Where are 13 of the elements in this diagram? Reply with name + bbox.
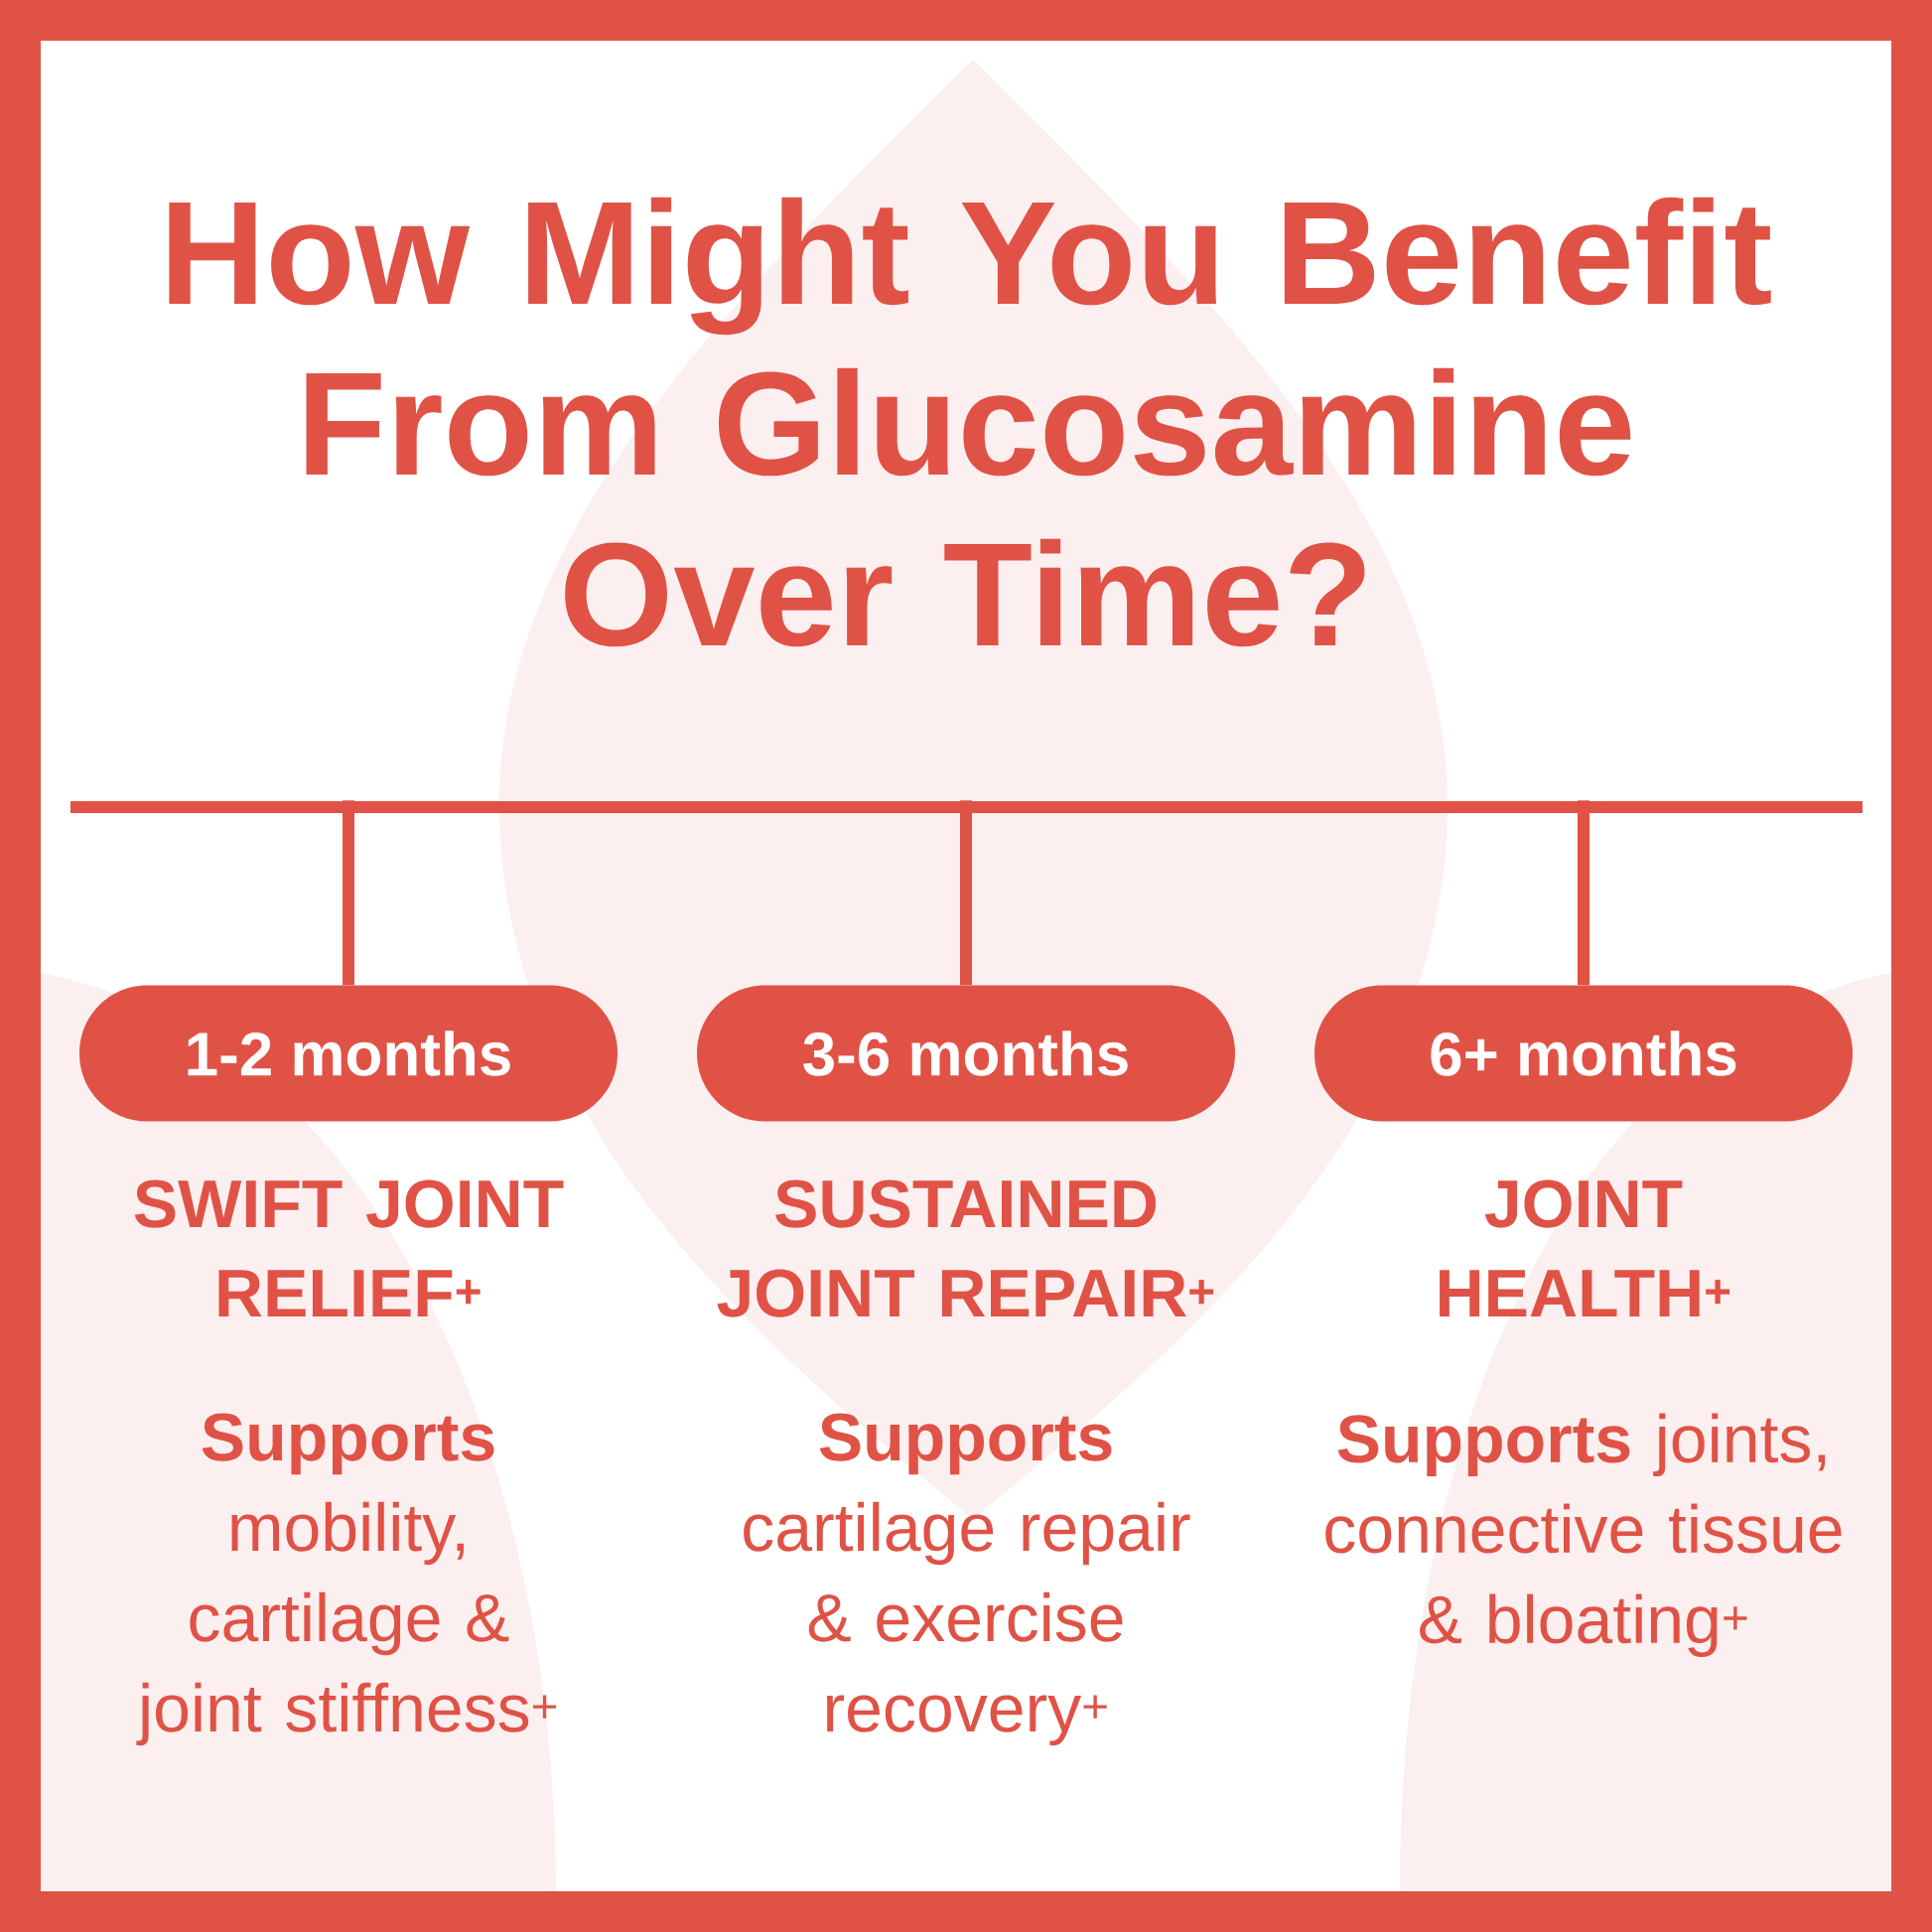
title: How Might You Benefit From Glucosamine Over Time? <box>169 197 1771 647</box>
month-pill: 3-6 months <box>697 985 1235 1122</box>
month-pill: 1-2 months <box>79 985 618 1122</box>
heading-text: SWIFT JOINT RELIEF$^{+}$ <box>134 1179 564 1317</box>
heading-text: JOINT HEALTH$^{+}$ <box>1440 1179 1730 1317</box>
description-text: Supports mobility, cartilage & joint stiffness$^{+}$ <box>136 1413 557 1746</box>
heading-text: SUSTAINED JOINT REPAIR$^{+}$ <box>717 1179 1214 1317</box>
connector-line <box>960 800 972 986</box>
connector-line <box>343 800 354 986</box>
description-text: Supports joints, connective tissue & bloating$^{+}$ <box>1325 1413 1842 1657</box>
month-pill: 6+ months <box>1314 985 1853 1122</box>
connector-line <box>1578 800 1589 986</box>
description-text: Supports cartilage repair & exercise recovery$^{+}$ <box>744 1413 1190 1746</box>
